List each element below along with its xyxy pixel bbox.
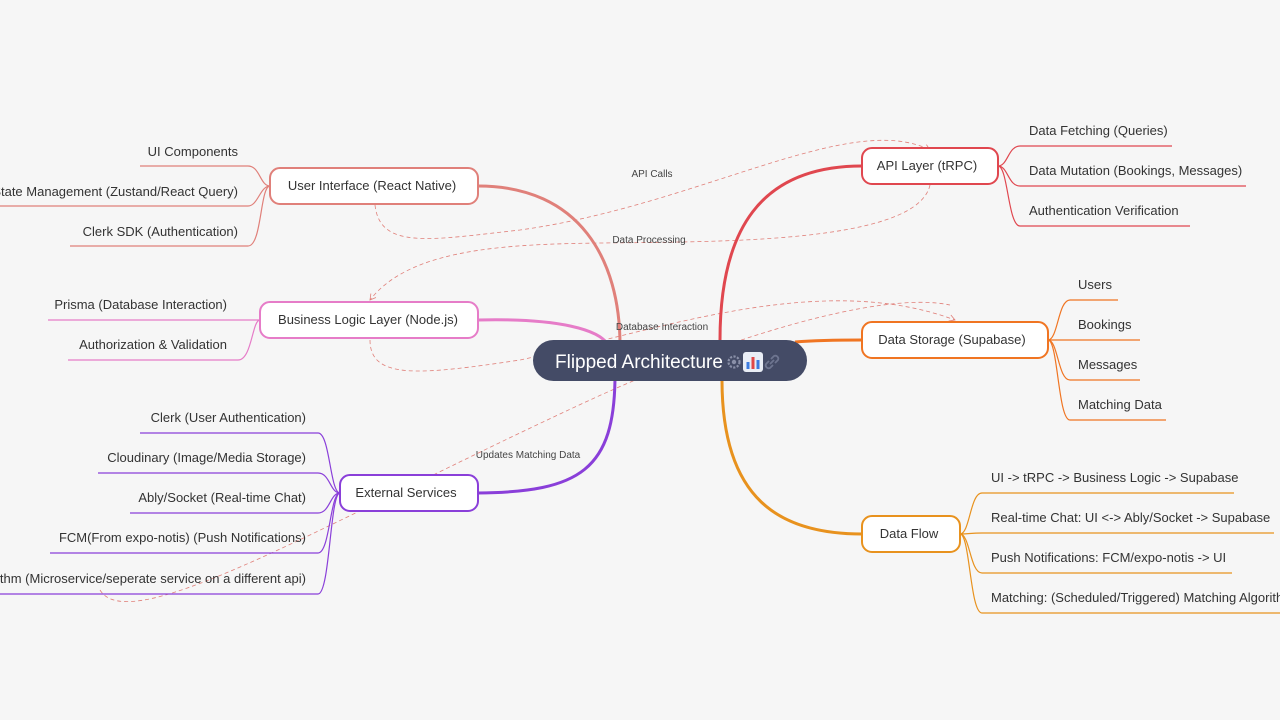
leaf-connectors — [0, 145, 1280, 614]
branch-label-data-flow: Data Flow — [880, 526, 939, 541]
relationship-label-updates-matching-data[interactable]: Updates Matching Data — [476, 450, 581, 461]
leaf-prisma[interactable]: Prisma (Database Interaction) — [54, 297, 227, 312]
relationship-api-calls-line[interactable] — [374, 139, 931, 239]
leaves-user-interface: UI Components State Management (Zustand/… — [0, 144, 238, 239]
branch-node-business-logic[interactable]: Business Logic Layer (Node.js) — [259, 301, 479, 339]
leaves-external-services: Clerk (User Authentication) Cloudinary (… — [0, 410, 306, 586]
leaf-messages[interactable]: Messages — [1078, 357, 1138, 372]
branch-node-external-services[interactable]: External Services — [339, 474, 479, 512]
leaf-cloudinary[interactable]: Cloudinary (Image/Media Storage) — [107, 450, 306, 465]
branch-label-user-interface: User Interface (React Native) — [288, 178, 456, 193]
branch-node-data-flow[interactable]: Data Flow — [861, 515, 961, 553]
leaf-flow-realtime-chat[interactable]: Real-time Chat: UI <-> Ably/Socket -> Su… — [991, 510, 1270, 525]
leaf-flow-push-notifications[interactable]: Push Notifications: FCM/expo-notis -> UI — [991, 550, 1226, 565]
leaf-data-fetching[interactable]: Data Fetching (Queries) — [1029, 123, 1168, 138]
branch-node-api-layer[interactable]: API Layer (tRPC) — [861, 147, 999, 185]
leaf-state-management[interactable]: State Management (Zustand/React Query) — [0, 184, 238, 199]
relationship-updates-matching-data-line[interactable] — [99, 301, 951, 603]
leaf-flow-matching[interactable]: Matching: (Scheduled/Triggered) Matching… — [991, 590, 1280, 605]
relationship-label-database-interaction[interactable]: Database Interaction — [616, 322, 708, 333]
root-node[interactable]: Flipped Architecture — [533, 340, 807, 381]
leaf-clerk-user-auth[interactable]: Clerk (User Authentication) — [151, 410, 306, 425]
leaf-authorization-validation[interactable]: Authorization & Validation — [79, 337, 227, 352]
leaf-ui-components[interactable]: UI Components — [148, 144, 239, 159]
leaf-clerk-sdk[interactable]: Clerk SDK (Authentication) — [83, 224, 238, 239]
gear-icon — [727, 355, 741, 369]
relationship-label-api-calls[interactable]: API Calls — [631, 169, 672, 180]
branch-label-business-logic: Business Logic Layer (Node.js) — [278, 312, 458, 327]
leaves-data-flow: UI -> tRPC -> Business Logic -> Supabase… — [991, 470, 1280, 605]
branch-node-data-storage[interactable]: Data Storage (Supabase) — [861, 321, 1049, 359]
leaf-data-mutation[interactable]: Data Mutation (Bookings, Messages) — [1029, 163, 1242, 178]
branch-label-api-layer: API Layer (tRPC) — [877, 158, 977, 173]
leaf-matching-data[interactable]: Matching Data — [1078, 397, 1163, 412]
relationship-data-processing-line[interactable] — [369, 184, 931, 301]
root-title: Flipped Architecture — [555, 352, 723, 373]
chart-icon — [743, 352, 763, 372]
link-icon — [764, 354, 780, 370]
leaf-auth-verification[interactable]: Authentication Verification — [1029, 203, 1179, 218]
leaf-bookings[interactable]: Bookings — [1078, 317, 1132, 332]
leaf-users[interactable]: Users — [1078, 277, 1112, 292]
leaf-fcm-push[interactable]: FCM(From expo-notis) (Push Notifications… — [59, 530, 306, 545]
leaf-matching-algorithm[interactable]: Matching Algorithm (Microservice/seperat… — [0, 571, 306, 586]
branch-label-data-storage: Data Storage (Supabase) — [878, 332, 1025, 347]
leaf-flow-ui-trpc[interactable]: UI -> tRPC -> Business Logic -> Supabase — [991, 470, 1238, 485]
relationship-label-data-processing[interactable]: Data Processing — [612, 235, 685, 246]
leaves-business-logic: Prisma (Database Interaction) Authorizat… — [54, 297, 227, 352]
leaves-api-layer: Data Fetching (Queries) Data Mutation (B… — [1029, 123, 1242, 218]
relationship-labels: API Calls Data Processing Database Inter… — [476, 169, 708, 461]
leaf-ably-socket[interactable]: Ably/Socket (Real-time Chat) — [138, 490, 306, 505]
leaves-data-storage: Users Bookings Messages Matching Data — [1078, 277, 1163, 412]
branch-label-external-services: External Services — [355, 485, 457, 500]
branch-node-user-interface[interactable]: User Interface (React Native) — [269, 167, 479, 205]
